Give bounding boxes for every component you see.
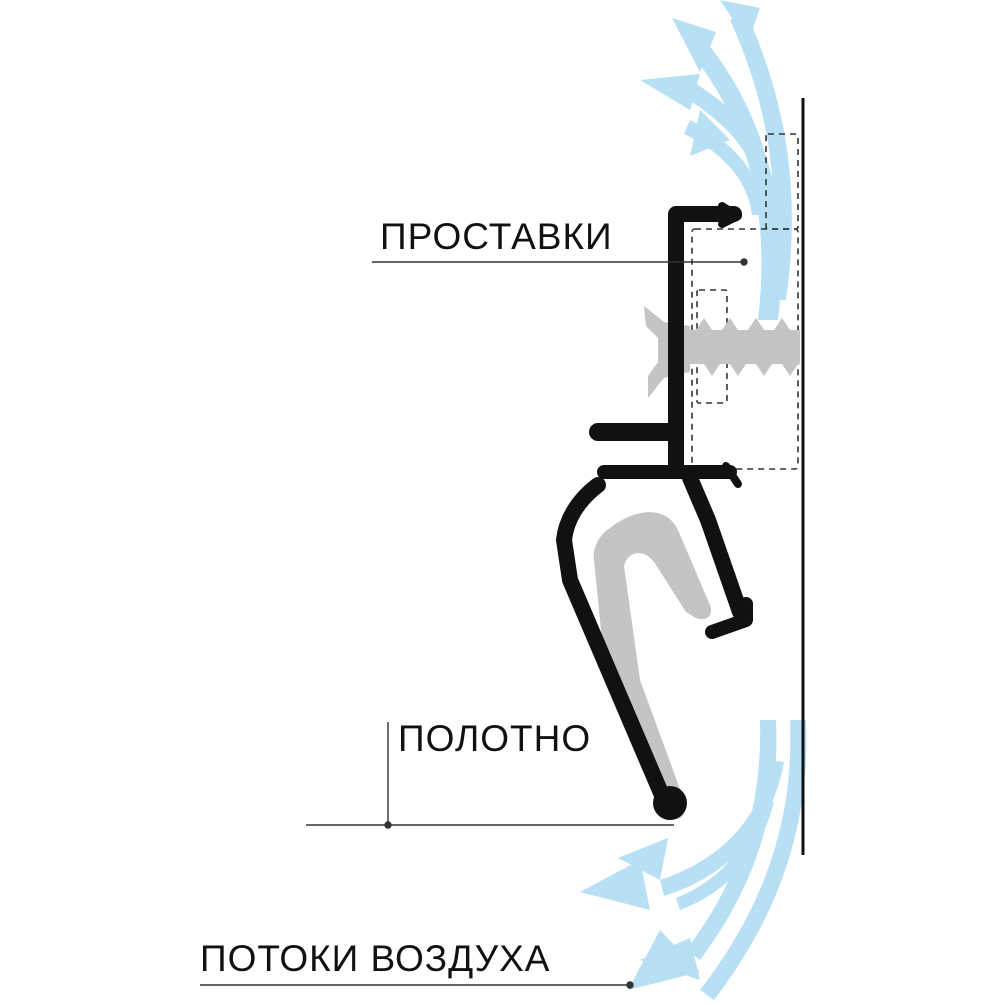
airflow-top-arrows: [640, 0, 792, 320]
canvas-fabric: [593, 512, 712, 820]
leader-spacers: [372, 258, 748, 266]
label-canvas: ПОЛОТНО: [398, 718, 592, 759]
label-airflow: ПОТОКИ ВОЗДУХА: [200, 938, 551, 979]
airflow-bottom-arrows: [580, 720, 807, 1000]
leader-airflow: [200, 981, 634, 989]
label-spacers: ПРОСТАВКИ: [380, 216, 613, 257]
leader-canvas: [306, 722, 674, 829]
baguette-profile-icon: [556, 202, 753, 808]
profile-bead: [653, 786, 687, 820]
